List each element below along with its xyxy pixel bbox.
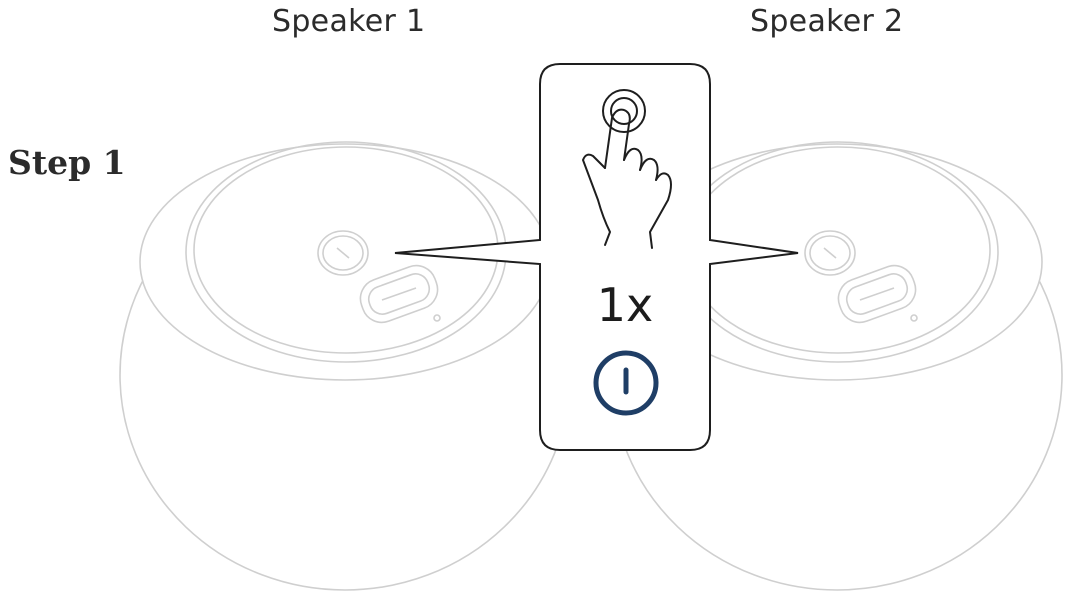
speaker-2-usb-port: [837, 264, 917, 324]
press-callout: [394, 63, 799, 451]
speaker-1-label: Speaker 1: [272, 4, 426, 39]
speaker-1-power-button: [317, 230, 369, 276]
speaker-1-drawing: [119, 141, 571, 591]
speaker-2-drawing: [611, 141, 1063, 591]
speaker-2-power-button: [804, 230, 856, 276]
press-count-label: 1x: [596, 278, 654, 332]
power-icon: [593, 350, 659, 416]
speaker-1-led: [433, 314, 441, 322]
speaker-2-led: [910, 314, 918, 322]
speaker-1-usb-port: [359, 264, 439, 324]
step-title: Step 1: [8, 143, 126, 182]
speaker-2-label: Speaker 2: [750, 4, 904, 39]
finger-tap-icon: [582, 89, 672, 249]
